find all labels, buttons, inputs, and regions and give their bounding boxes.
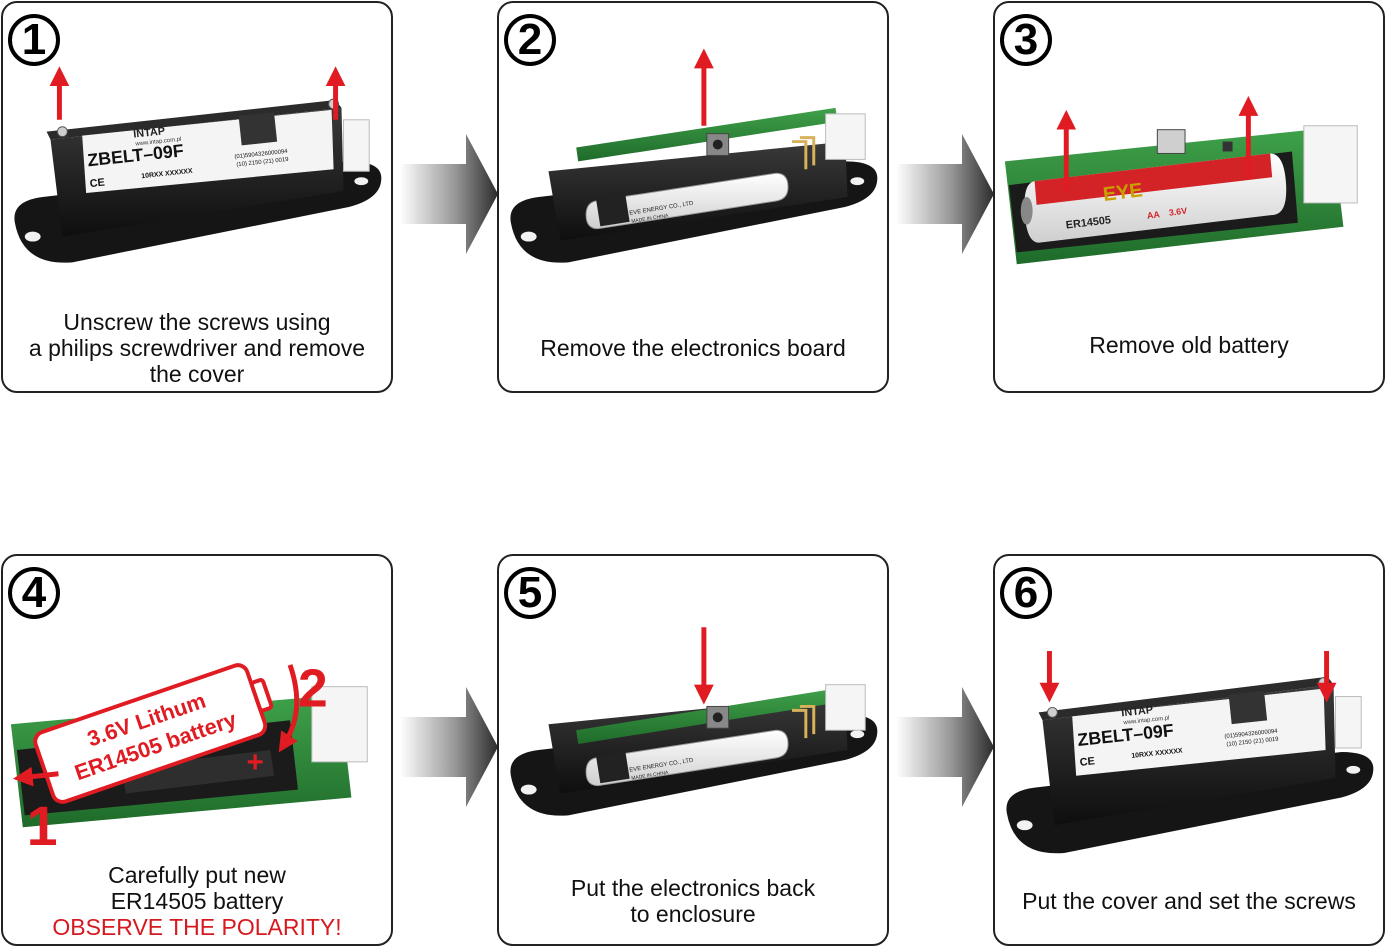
illustration-close-device: INTAP www.intap.com.pl ZBELT–09F CE 10RX… bbox=[1006, 651, 1374, 854]
illustration-remove-battery: EYE ER14505 AA 3.6V bbox=[1004, 96, 1358, 265]
step-caption: Remove old battery bbox=[995, 332, 1383, 358]
label-brand: INTAP bbox=[1121, 704, 1154, 719]
label-codes2: (10) 2150 (21) 0019 bbox=[236, 157, 289, 169]
polarity-warning: OBSERVE THE POLARITY! bbox=[52, 914, 342, 940]
label-site: www.intap.com.pl bbox=[1122, 715, 1169, 726]
screw-icon bbox=[56, 126, 68, 138]
flow-arrow-icon bbox=[400, 687, 498, 807]
label-ce: CE bbox=[89, 177, 105, 191]
illustration-open-device: EVE ENERGY CO., LTD MADE IN CHINA bbox=[510, 48, 878, 263]
step-panel-3: EYE ER14505 AA 3.6V 3 Remove old battery bbox=[993, 1, 1385, 393]
step-panel-1: INTAP www.intap.com.pl ZBELT–09F CE 10RX… bbox=[1, 1, 393, 393]
step-panel-4: 3.6V Lithum ER14505 battery + 2 1 4 Care… bbox=[1, 554, 393, 946]
caption-line: the cover bbox=[149, 361, 245, 387]
battery-brand-label: EYE bbox=[1102, 179, 1144, 206]
qr-code-icon bbox=[1228, 690, 1268, 725]
label-codes2: (10) 2150 (21) 0019 bbox=[1226, 737, 1279, 749]
caption-line: Put the electronics back bbox=[570, 875, 816, 901]
label-codes1: (01)5904326000094 bbox=[234, 149, 288, 161]
qr-code-icon bbox=[238, 112, 278, 146]
flow-arrow-icon bbox=[896, 134, 994, 254]
label-site: www.intap.com.pl bbox=[134, 137, 181, 148]
step-number-badge: 5 bbox=[504, 567, 556, 619]
step-panel-2: EVE ENERGY CO., LTD MADE IN CHINA 2 Remo… bbox=[497, 1, 889, 393]
label-brand: INTAP bbox=[133, 125, 166, 140]
marker-1: 1 bbox=[27, 795, 58, 857]
step-caption: Remove the electronics board bbox=[499, 335, 887, 361]
curved-arrow-icon bbox=[278, 664, 300, 753]
red-arrow-left-icon bbox=[12, 766, 59, 787]
battery-voltage-label: 3.6V bbox=[1168, 206, 1187, 218]
caption-line: to enclosure bbox=[630, 901, 756, 927]
illustration-reinsert-board: EVE ENERGY CO., LTD MADE IN CHINA bbox=[510, 627, 878, 816]
step-panel-5: EVE ENERGY CO., LTD MADE IN CHINA 5 Put … bbox=[497, 554, 889, 946]
caption-line: Carefully put new bbox=[108, 862, 286, 888]
battery-model-label: ER14505 bbox=[1065, 214, 1111, 231]
label-ce: CE bbox=[1079, 755, 1095, 769]
step-number-badge: 4 bbox=[8, 567, 60, 619]
step-caption: Put the electronics back to enclosure bbox=[499, 875, 887, 927]
illustration-closed-device: INTAP www.intap.com.pl ZBELT–09F CE 10RX… bbox=[14, 66, 382, 263]
step-caption: Unscrew the screws using a philips screw… bbox=[3, 309, 391, 387]
label-codes1: (01)5904326000094 bbox=[1224, 728, 1278, 740]
illustration-insert-battery: 3.6V Lithum ER14505 battery + 2 1 bbox=[10, 659, 368, 857]
battery-origin-label: MADE IN CHINA bbox=[631, 770, 669, 782]
step-caption: Put the cover and set the screws bbox=[995, 888, 1383, 914]
step-number-badge: 6 bbox=[1000, 567, 1052, 619]
caption-line: ER14505 battery bbox=[110, 888, 284, 914]
step-number-badge: 1 bbox=[8, 14, 60, 66]
step-number-badge: 3 bbox=[1000, 14, 1052, 66]
caption-line: Unscrew the screws using bbox=[63, 309, 331, 335]
polarity-plus-icon: + bbox=[246, 746, 263, 779]
step-caption: Carefully put new ER14505 battery OBSERV… bbox=[3, 862, 391, 940]
caption-line: Put the cover and set the screws bbox=[1022, 888, 1356, 914]
marker-2: 2 bbox=[298, 659, 328, 718]
caption-line: Remove the electronics board bbox=[540, 335, 846, 361]
step-panel-6: INTAP www.intap.com.pl ZBELT–09F CE 10RX… bbox=[993, 554, 1385, 946]
flow-arrow-icon bbox=[400, 134, 498, 254]
screw-icon bbox=[1046, 706, 1058, 718]
battery-origin-label: MADE IN CHINA bbox=[631, 213, 669, 225]
battery-size-label: AA bbox=[1146, 209, 1161, 221]
flow-arrow-icon bbox=[896, 687, 994, 807]
caption-line: Remove old battery bbox=[1089, 332, 1289, 358]
caption-line: a philips screwdriver and remove bbox=[28, 335, 366, 361]
step-number-badge: 2 bbox=[504, 14, 556, 66]
